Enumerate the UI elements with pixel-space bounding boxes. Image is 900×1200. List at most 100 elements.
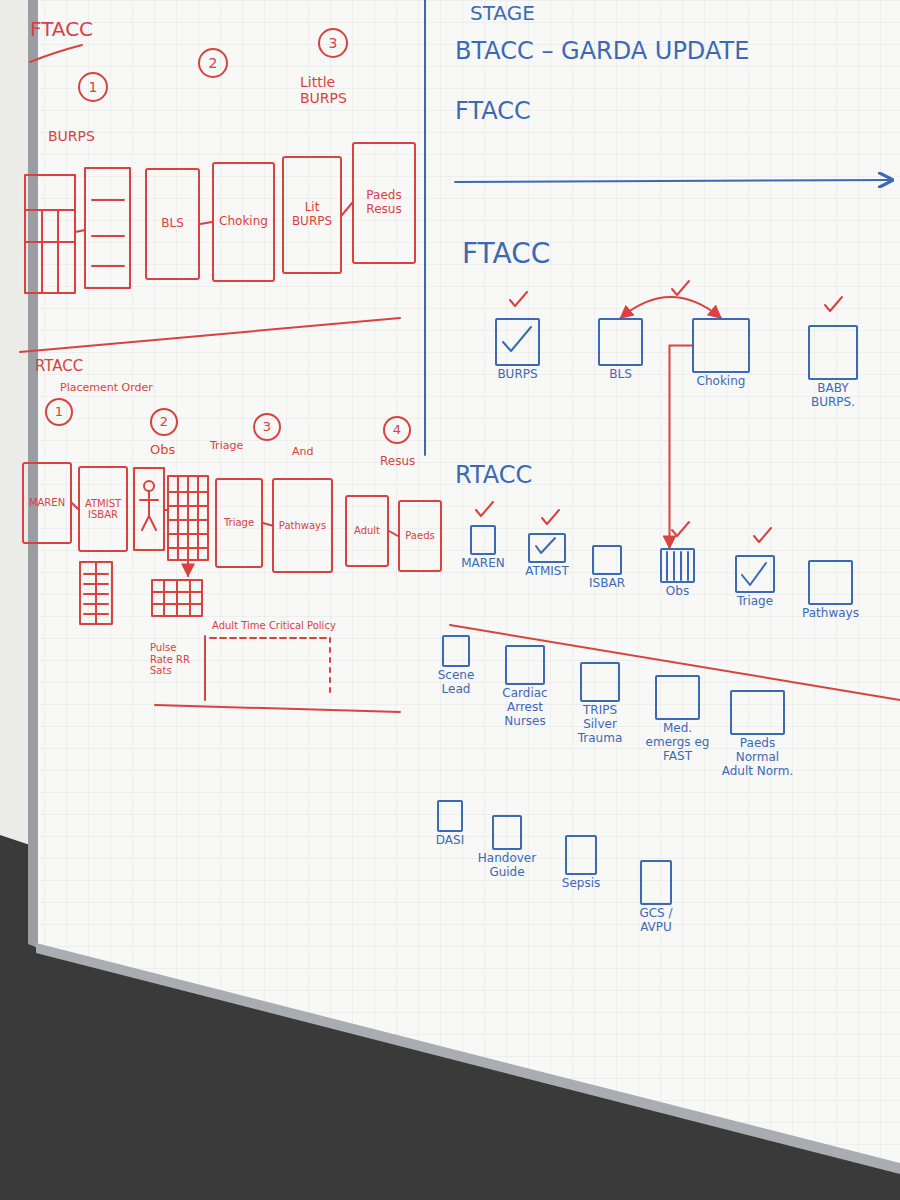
stick-figure	[140, 491, 158, 530]
connector	[621, 297, 722, 318]
callout-circle: 3	[318, 28, 348, 58]
connector	[389, 531, 398, 536]
board-note: Placement Order	[60, 382, 153, 395]
tick	[476, 502, 493, 516]
sketch-box	[134, 468, 164, 550]
box-caption: Obs	[666, 585, 689, 599]
sketch-box	[80, 562, 112, 624]
callout-number: 2	[160, 415, 168, 430]
sketch-lines	[84, 562, 108, 624]
board-frame	[36, 943, 900, 1174]
callout-circle: 4	[383, 416, 411, 444]
box-label: Handover Guide	[474, 852, 540, 880]
divider-line	[424, 0, 426, 455]
box-caption: MAREN	[461, 557, 504, 571]
board-note: FTACC	[462, 238, 550, 270]
checklist-box: BABY BURPS.	[808, 325, 858, 380]
checklist-box: GCS / AVPU	[640, 860, 672, 905]
connector	[263, 523, 272, 526]
box-label: Choking	[697, 375, 746, 389]
box-label: Triage	[221, 517, 257, 529]
sketch-box	[168, 476, 208, 560]
sketch-box	[152, 580, 202, 616]
box-caption: Scene Lead	[426, 669, 486, 697]
box-label: ATMIST ISBAR	[84, 498, 122, 521]
callout-number: 2	[209, 55, 218, 71]
process-box: Paeds	[398, 500, 442, 572]
board-note: And	[292, 446, 313, 459]
wall	[0, 0, 30, 845]
callout-number: 1	[89, 79, 98, 95]
check-mark	[742, 563, 766, 585]
checklist-box: Scene Lead	[442, 635, 470, 667]
box-caption: Cardiac Arrest Nurses	[492, 687, 558, 728]
box-caption: Handover Guide	[474, 852, 540, 880]
callout-number: 3	[329, 35, 338, 51]
box-label: Paeds Resus	[358, 189, 410, 217]
process-box: Paeds Resus	[352, 142, 416, 264]
process-box: Lit BURPS	[282, 156, 342, 274]
box-caption: ISBAR	[589, 577, 625, 591]
box-caption: Pathways	[802, 607, 859, 621]
tick	[825, 297, 842, 311]
stick-figure	[144, 481, 154, 491]
sketch-box	[25, 175, 75, 293]
checklist-box: Pathways	[808, 560, 853, 605]
sketch-grid	[25, 210, 75, 293]
check-mark	[503, 327, 531, 351]
obs-lines	[667, 552, 688, 580]
connector	[670, 346, 693, 549]
box-caption: BLS	[609, 368, 632, 382]
callout-circle: 3	[253, 413, 281, 441]
box-caption: Med. emergs eg FAST	[645, 722, 711, 763]
checklist-box: Triage	[735, 555, 775, 593]
sketch-lines	[92, 200, 124, 266]
board-note: Pulse Rate RR Sats	[150, 642, 200, 677]
sketch-link	[75, 230, 85, 232]
bracket	[155, 705, 400, 712]
checklist-box: Cardiac Arrest Nurses	[505, 645, 545, 685]
box-caption: Choking	[697, 375, 746, 389]
board-note: Little BURPS	[300, 74, 362, 106]
checklist-box: Med. emergs eg FAST	[655, 675, 700, 720]
tick	[672, 522, 689, 536]
box-caption: GCS / AVPU	[631, 907, 681, 935]
process-box: Choking	[212, 162, 275, 282]
board-grid	[36, 0, 900, 1165]
board-note: Triage	[210, 440, 243, 453]
connector	[200, 222, 212, 224]
tick	[542, 510, 559, 524]
process-box: ATMIST ISBAR	[78, 466, 128, 552]
process-box: Adult	[345, 495, 389, 567]
box-caption: BURPS	[497, 368, 537, 382]
box-caption: DASI	[436, 834, 464, 848]
box-label: Med. emergs eg FAST	[645, 722, 711, 763]
box-label: Paeds	[404, 530, 436, 542]
box-label: Adult	[351, 525, 383, 537]
checklist-box: ISBAR	[592, 545, 622, 575]
checklist-box: MAREN	[470, 525, 496, 555]
box-caption: Paeds Normal Adult Norm.	[722, 737, 794, 778]
board-note: FTACC	[30, 18, 93, 41]
callout-number: 1	[55, 405, 63, 420]
process-box: MAREN	[22, 462, 72, 544]
box-label: BABY BURPS.	[801, 382, 865, 410]
dotted-box	[210, 637, 330, 639]
tick	[754, 528, 771, 542]
box-label: Choking	[218, 215, 269, 229]
process-box: Pathways	[272, 478, 333, 573]
box-label: Pathways	[802, 607, 859, 621]
board-note: BTACC – GARDA UPDATE	[455, 38, 749, 66]
box-label: Obs	[666, 585, 689, 599]
box-label: Sepsis	[562, 877, 600, 891]
process-box: BLS	[145, 168, 200, 280]
box-label: Scene Lead	[426, 669, 486, 697]
underline	[30, 45, 82, 62]
box-label: BLS	[609, 368, 632, 382]
box-label: MAREN	[461, 557, 504, 571]
checklist-box: ATMIST	[528, 533, 566, 563]
callout-number: 4	[393, 423, 401, 438]
board-note: FTACC	[455, 98, 531, 126]
checklist-box: TRIPS Silver Trauma	[580, 662, 620, 702]
box-caption: ATMIST	[525, 565, 568, 579]
